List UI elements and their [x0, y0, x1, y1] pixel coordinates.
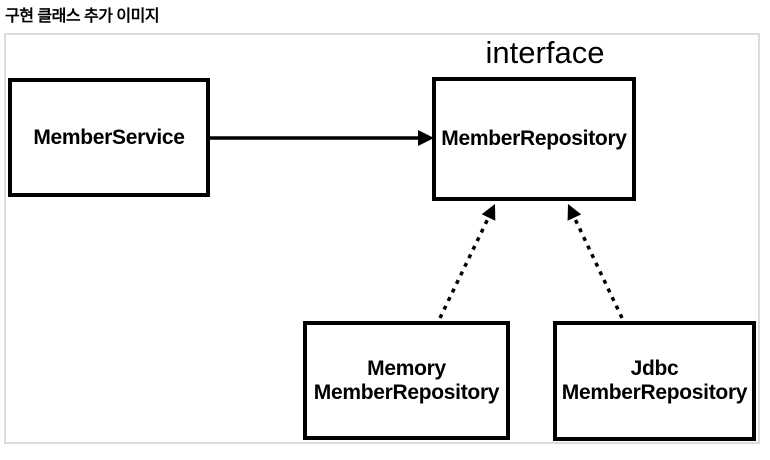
node-jdbc-member-repository-label: Jdbc MemberRepository [561, 357, 748, 405]
node-member-repository: MemberRepository [432, 77, 636, 201]
interface-stereotype-label: interface [485, 35, 605, 70]
node-jdbc-label-line2: MemberRepository [561, 381, 748, 404]
node-member-service-label: MemberService [33, 125, 185, 149]
node-memory-member-repository: Memory MemberRepository [303, 321, 510, 440]
node-memory-label-line2: MemberRepository [313, 380, 500, 404]
node-jdbc-member-repository: Jdbc MemberRepository [553, 321, 756, 441]
page-title: 구현 클래스 추가 이미지 [5, 8, 160, 25]
node-member-service: MemberService [8, 78, 210, 197]
node-memory-member-repository-label: Memory MemberRepository [313, 356, 500, 405]
node-member-repository-label: MemberRepository [441, 127, 627, 150]
node-jdbc-label-line1: Jdbc [630, 357, 679, 380]
node-memory-label-line1: Memory [367, 356, 446, 380]
